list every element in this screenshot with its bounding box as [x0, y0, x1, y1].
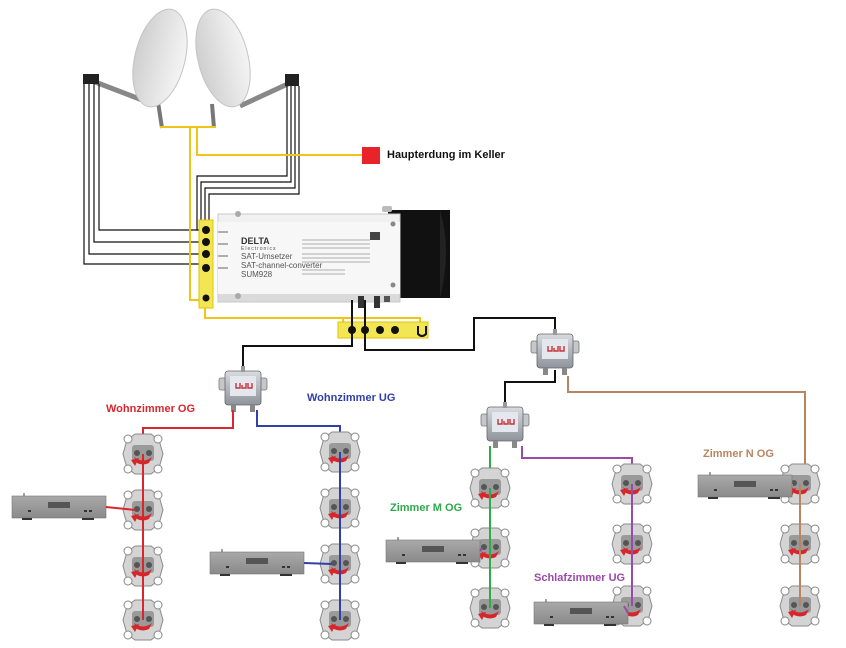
- ground-label: Haupterdung im Keller: [387, 149, 505, 161]
- receiver-cable-wohnzimmer-ug: [303, 562, 333, 565]
- splitter-mitte: [480, 401, 530, 449]
- ground-bar-signal: [337, 321, 429, 339]
- sat-converter: [217, 206, 450, 308]
- room-label-schlafzimmer-ug: Schlafzimmer UG: [534, 572, 626, 584]
- receiver-wohnzimmer-og: [11, 492, 107, 521]
- receiver-schlafzimmer-ug: [533, 598, 629, 627]
- converter-line2: SAT-channel-converter: [241, 261, 323, 270]
- receiver-wohnzimmer-ug: [209, 548, 305, 577]
- receiver-zimmer-m-og: [385, 536, 481, 565]
- converter-line1: SAT-Umsetzer: [241, 252, 293, 261]
- satellite-dish-right: [195, 8, 299, 129]
- receiver-zimmer-n-og: [697, 471, 793, 500]
- receiver-cable-wohnzimmer-og: [105, 506, 136, 511]
- room-devices: [11, 431, 821, 641]
- converter-brand: DELTA: [241, 236, 270, 246]
- receiver-cable-schlafzimmer-ug: [623, 605, 629, 614]
- receiver-cable-zimmer-m-og: [479, 547, 483, 552]
- room-label-zimmer-m-og: Zimmer M OG: [390, 502, 463, 514]
- ground-bar-converter: [198, 219, 214, 309]
- converter-model: SUM928: [241, 270, 273, 279]
- splitter-wohnzimmer: [218, 365, 268, 413]
- signal-cables: [242, 300, 556, 407]
- room-label-wohnzimmer-ug: Wohnzimmer UG: [307, 392, 396, 404]
- room-label-wohnzimmer-og: Wohnzimmer OG: [106, 403, 196, 415]
- splitter-main: [530, 328, 580, 376]
- satellite-dish-left: [83, 8, 188, 129]
- converter-brand-sub: Electronics: [241, 246, 277, 252]
- room-label-zimmer-n-og: Zimmer N OG: [703, 448, 774, 460]
- ground-marker: [362, 147, 380, 164]
